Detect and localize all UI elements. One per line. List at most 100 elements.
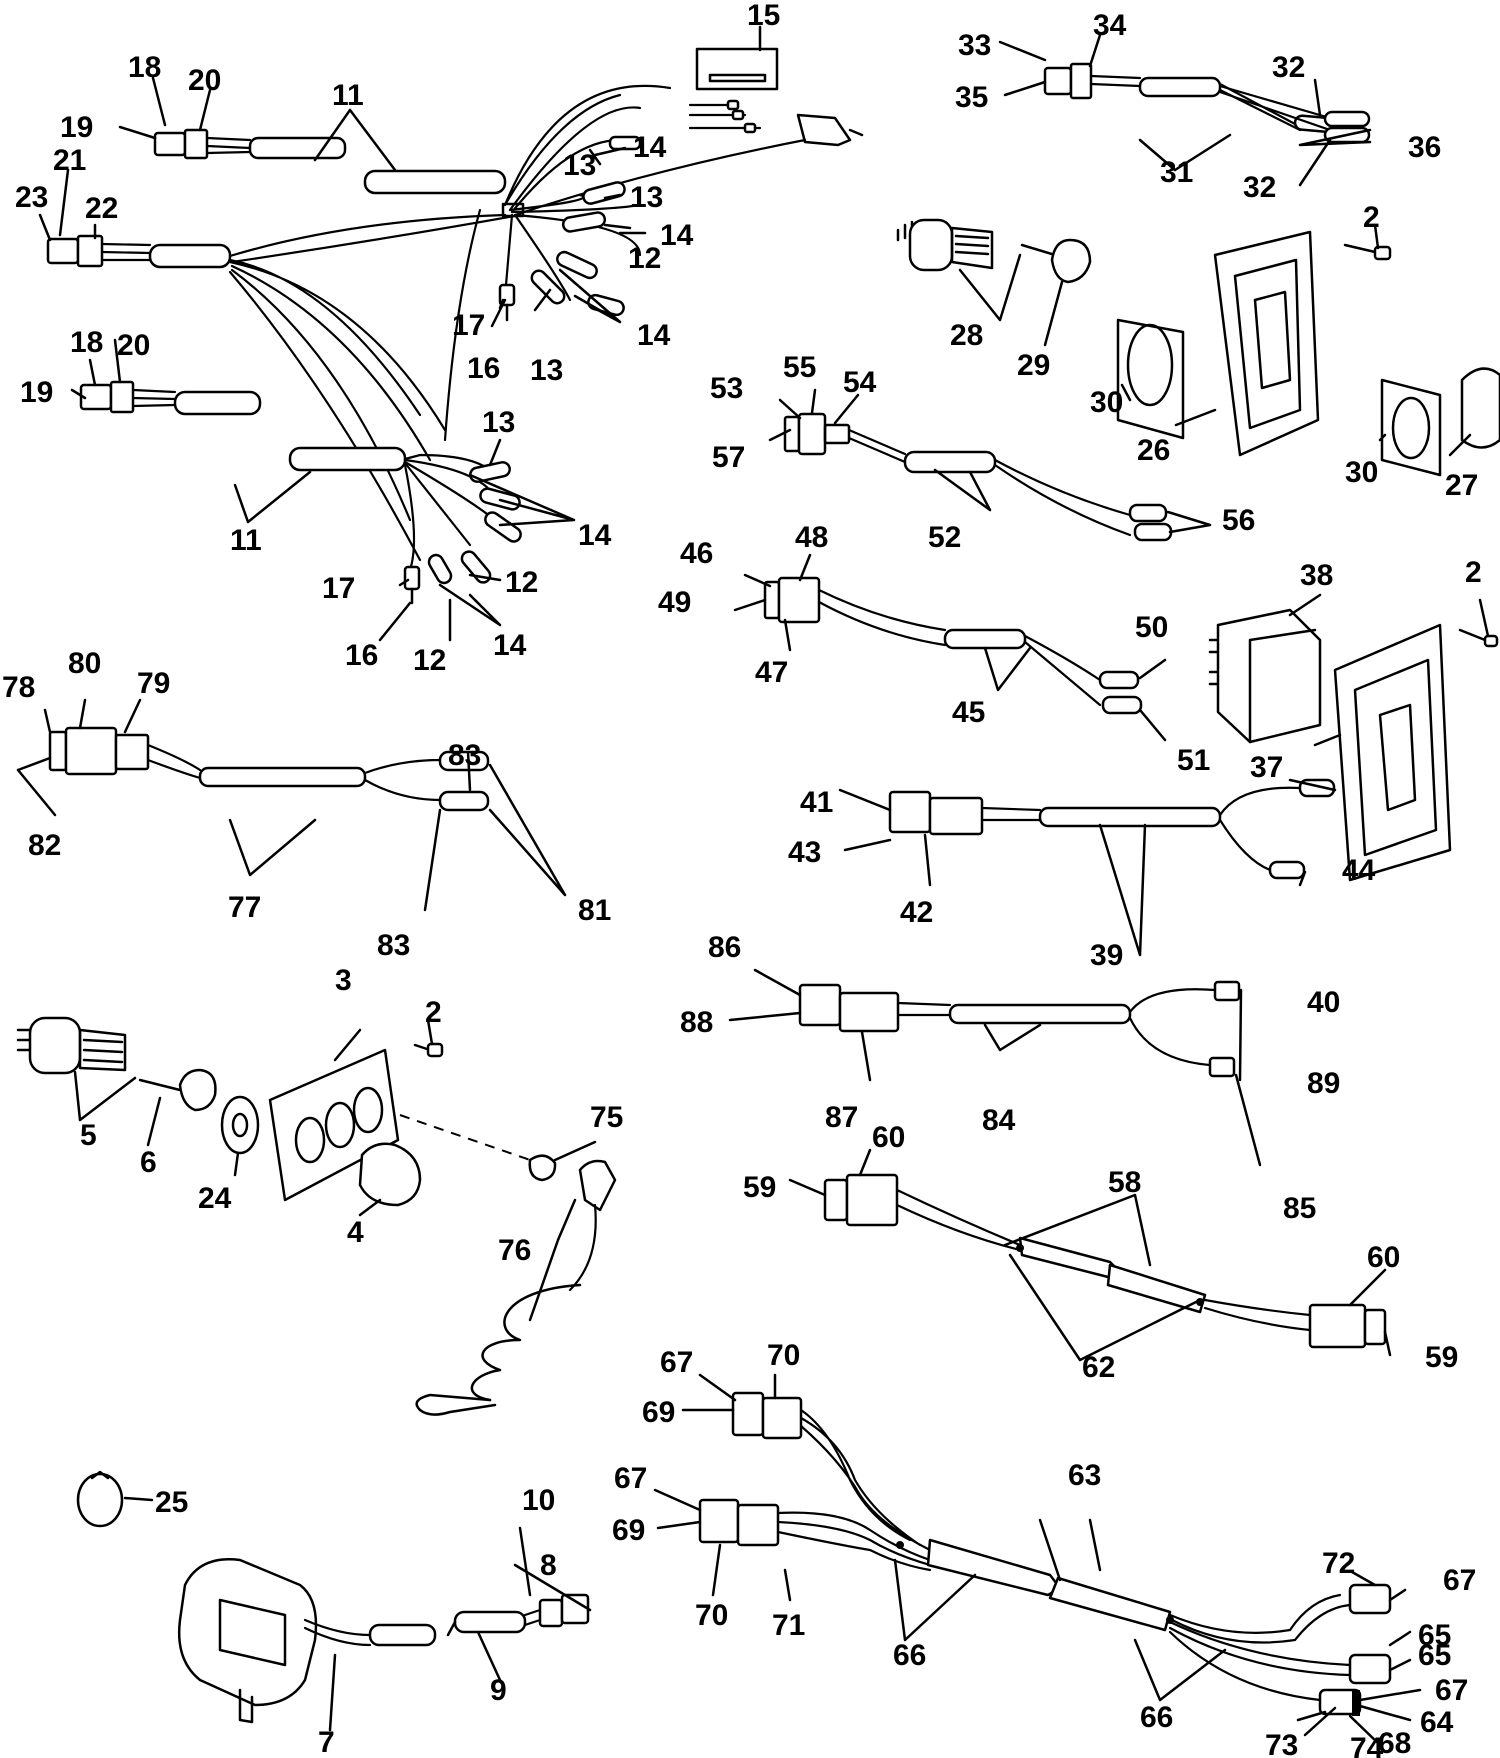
label-87: 87 xyxy=(825,1101,858,1134)
label-18a: 18 xyxy=(128,51,161,84)
label-14e: 14 xyxy=(493,629,527,662)
label-29: 29 xyxy=(1017,349,1050,382)
label-21: 21 xyxy=(53,144,86,177)
label-40: 40 xyxy=(1307,986,1340,1019)
label-67d: 67 xyxy=(1435,1674,1468,1707)
label-41: 41 xyxy=(800,786,833,819)
key-switch-panel-assembly xyxy=(16,1016,617,1416)
label-62: 62 xyxy=(1082,1351,1115,1384)
label-16a: 16 xyxy=(467,352,500,385)
horn-assembly xyxy=(178,1558,590,1724)
label-26: 26 xyxy=(1137,434,1170,467)
label-30a: 30 xyxy=(1090,386,1123,419)
label-18b: 18 xyxy=(70,326,103,359)
label-3: 3 xyxy=(335,964,352,997)
label-55: 55 xyxy=(783,351,816,384)
label-65a: 65 xyxy=(1418,1619,1451,1652)
label-45: 45 xyxy=(952,696,985,729)
label-42: 42 xyxy=(900,896,933,929)
label-43: 43 xyxy=(788,836,821,869)
label-85: 85 xyxy=(1283,1192,1316,1225)
label-14d: 14 xyxy=(578,519,612,552)
label-8: 8 xyxy=(540,1549,557,1582)
label-14c: 14 xyxy=(637,319,671,352)
label-36: 36 xyxy=(1408,131,1441,164)
label-2b: 2 xyxy=(1465,556,1482,589)
label-27: 27 xyxy=(1445,469,1478,502)
label-50: 50 xyxy=(1135,611,1168,644)
label-17b: 17 xyxy=(322,572,355,605)
harness-52 xyxy=(783,412,1173,542)
label-48: 48 xyxy=(795,521,828,554)
label-60b: 60 xyxy=(1367,1241,1400,1274)
label-56: 56 xyxy=(1222,504,1255,537)
main-harness-63 xyxy=(698,1391,1392,1716)
label-64: 64 xyxy=(1420,1706,1454,1739)
label-37: 37 xyxy=(1250,751,1283,784)
label-51: 51 xyxy=(1177,744,1210,777)
label-10: 10 xyxy=(522,1484,555,1517)
label-11a: 11 xyxy=(332,79,364,112)
label-65b: 65 xyxy=(1418,1639,1451,1672)
label-2c: 2 xyxy=(425,996,442,1029)
label-69b: 69 xyxy=(612,1514,645,1547)
label-2a: 2 xyxy=(1363,201,1380,234)
harness-45 xyxy=(763,576,1143,715)
label-83a: 83 xyxy=(448,739,481,772)
label-57: 57 xyxy=(712,441,745,474)
label-80: 80 xyxy=(68,647,101,680)
label-66a: 66 xyxy=(893,1639,926,1672)
label-76: 76 xyxy=(498,1234,531,1267)
label-12b: 12 xyxy=(505,566,538,599)
label-12c: 12 xyxy=(413,644,446,677)
label-31: 31 xyxy=(1160,156,1193,189)
label-72: 72 xyxy=(1322,1547,1355,1580)
label-54: 54 xyxy=(843,366,877,399)
label-9: 9 xyxy=(490,1674,507,1707)
label-11b: 11 xyxy=(230,524,262,557)
label-59a: 59 xyxy=(743,1171,776,1204)
label-86: 86 xyxy=(708,931,741,964)
label-49: 49 xyxy=(658,586,691,619)
label-67c: 67 xyxy=(1443,1564,1476,1597)
label-69a: 69 xyxy=(642,1396,675,1429)
label-38: 38 xyxy=(1300,559,1333,592)
label-71: 71 xyxy=(772,1609,805,1642)
label-12a: 12 xyxy=(628,242,661,275)
leader-lines xyxy=(16,25,1490,1747)
label-28: 28 xyxy=(950,319,983,352)
main-engine-harness-assembly xyxy=(46,47,864,605)
label-23: 23 xyxy=(15,181,48,214)
label-32a: 32 xyxy=(1272,51,1305,84)
label-89: 89 xyxy=(1307,1067,1340,1100)
clamp-25 xyxy=(76,1470,124,1528)
label-13b: 13 xyxy=(630,181,663,214)
label-73: 73 xyxy=(1265,1729,1298,1758)
label-20b: 20 xyxy=(117,329,150,362)
label-30b: 30 xyxy=(1345,456,1378,489)
label-14a: 14 xyxy=(633,131,667,164)
label-81: 81 xyxy=(578,894,611,927)
label-67a: 67 xyxy=(660,1346,693,1379)
label-39: 39 xyxy=(1090,939,1123,972)
label-33: 33 xyxy=(958,29,991,62)
label-70a: 70 xyxy=(767,1339,800,1372)
label-53: 53 xyxy=(710,372,743,405)
harness-39 xyxy=(888,778,1336,880)
label-67b: 67 xyxy=(614,1462,647,1495)
label-83b: 83 xyxy=(377,929,410,962)
label-75: 75 xyxy=(590,1101,623,1134)
trim-sender-harness xyxy=(1043,62,1371,144)
label-74: 74 xyxy=(1350,1732,1384,1758)
rocker-switch-panel-assembly xyxy=(1208,608,1499,882)
label-77: 77 xyxy=(228,891,261,924)
extension-harness-58 xyxy=(823,1173,1387,1349)
label-63: 63 xyxy=(1068,1459,1101,1492)
label-22: 22 xyxy=(85,192,118,225)
label-44: 44 xyxy=(1342,854,1376,887)
label-17a: 17 xyxy=(452,309,485,342)
label-19a: 19 xyxy=(60,111,93,144)
label-52: 52 xyxy=(928,521,961,554)
